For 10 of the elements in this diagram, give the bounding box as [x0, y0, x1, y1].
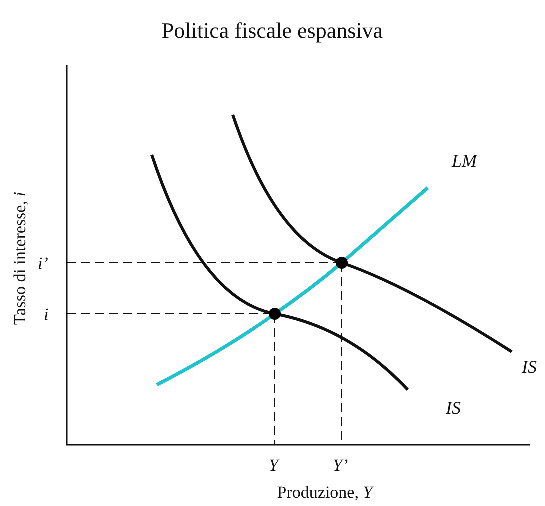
axis-tick-label: i’	[38, 255, 48, 272]
curve-label: IS	[522, 358, 537, 376]
curve-label: LM	[452, 152, 478, 170]
curve-label: IS	[446, 399, 461, 417]
axis-title: Tasso di interesse, i	[12, 191, 28, 327]
axis-title: Produzione, Y	[276, 484, 376, 501]
chart-title: Politica fiscale espansiva	[160, 20, 384, 42]
axis-tick-label: Y	[269, 457, 278, 474]
axis-tick-label: i	[44, 306, 49, 323]
axis-tick-label: Y’	[333, 457, 348, 474]
